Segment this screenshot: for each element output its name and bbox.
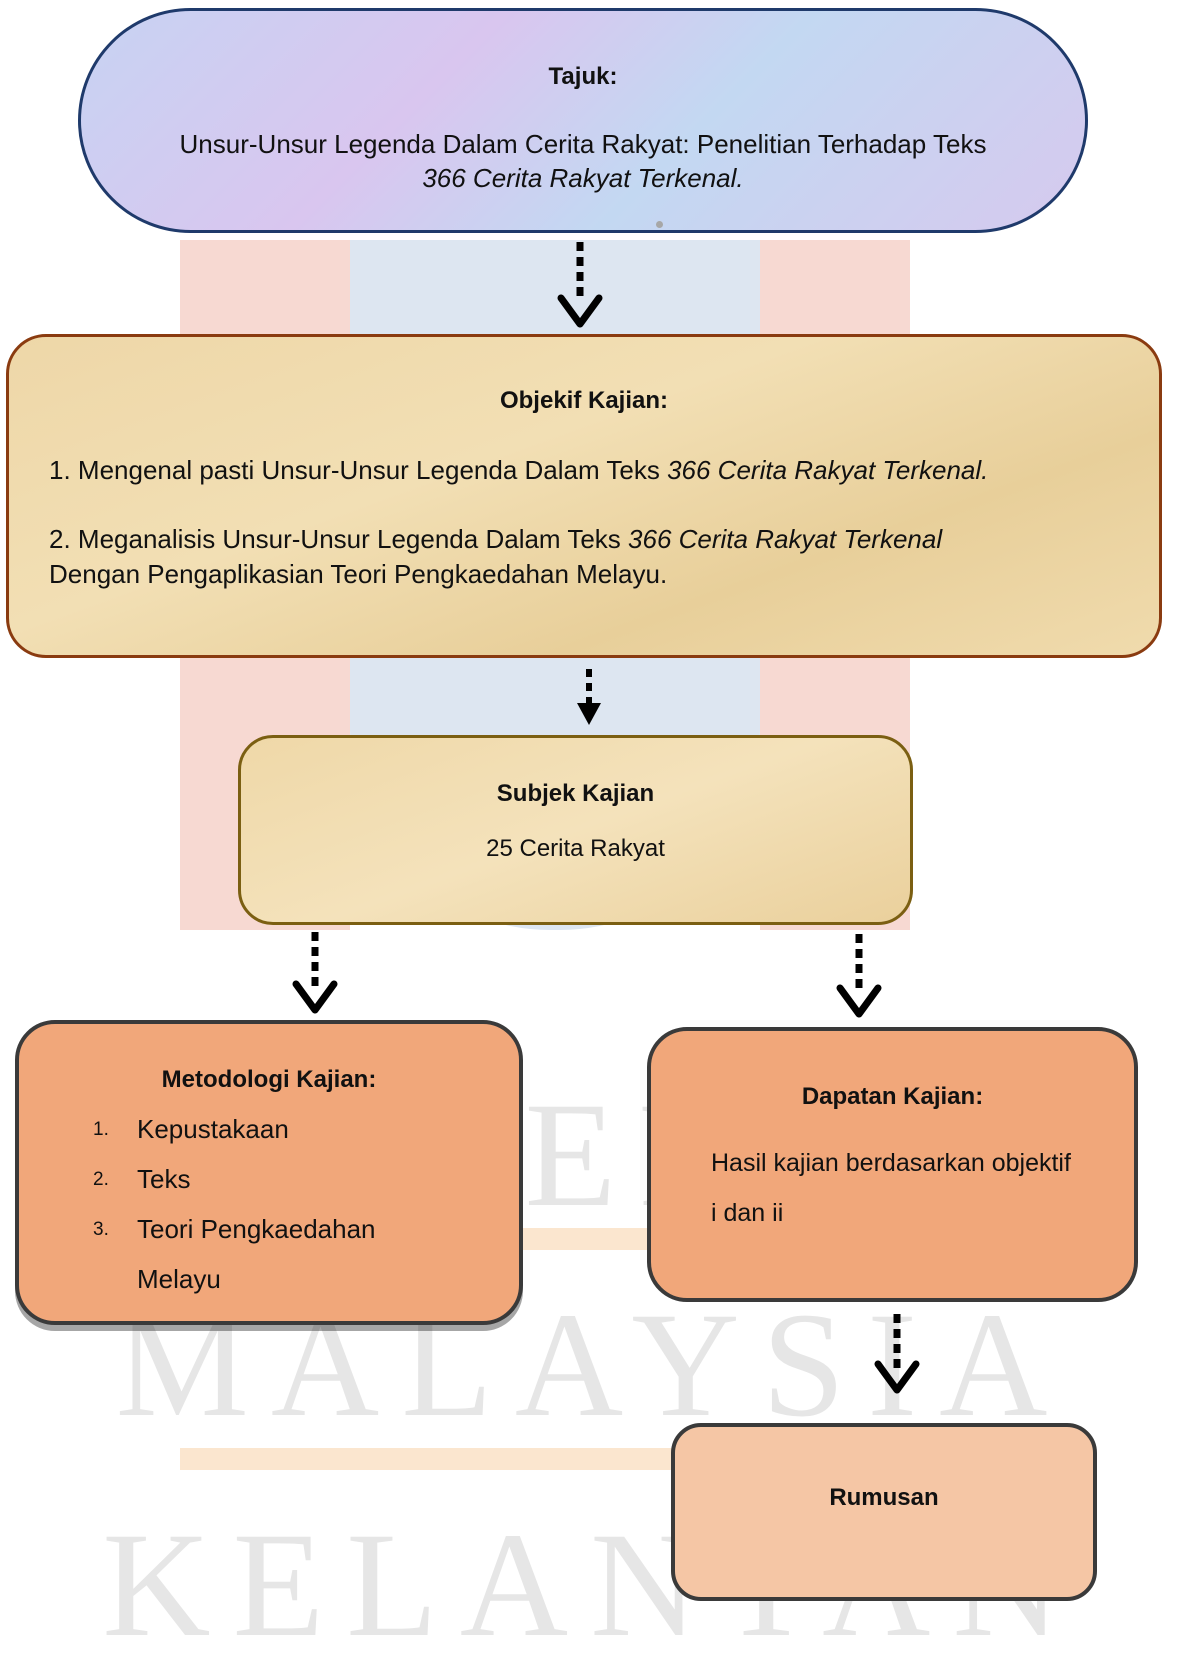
- arrow-findings-to-conclusion: [874, 1314, 920, 1394]
- objective-item-2-cont: Dengan Pengaplikasian Teori Pengkaedahan…: [49, 559, 668, 589]
- methodology-item-2: Teks: [137, 1164, 191, 1194]
- title-line-1: Unsur-Unsur Legenda Dalam Cerita Rakyat:…: [179, 129, 987, 159]
- objective-2-italic: 366 Cerita Rakyat Terkenal: [628, 524, 943, 554]
- conclusion-heading: Rumusan: [829, 1484, 939, 1511]
- objectives-heading: Objekif Kajian:: [499, 387, 669, 414]
- arrow-objectives-to-subject: [577, 669, 601, 725]
- objective-item-1: 1. Mengenal pasti Unsur-Unsur Legenda Da…: [49, 455, 988, 486]
- subject-node: Subjek Kajian 25 Cerita Rakyat: [238, 735, 913, 925]
- methodology-heading: Metodologi Kajian:: [161, 1066, 377, 1093]
- arrow-title-to-objectives: [557, 242, 603, 328]
- objective-1-italic: 366 Cerita Rakyat Terkenal.: [667, 455, 989, 485]
- methodology-node: Metodologi Kajian: 1. Kepustakaan 2. Tek…: [15, 1020, 523, 1325]
- arrow-subject-to-findings: [836, 934, 882, 1018]
- title-heading: Tajuk:: [548, 63, 618, 90]
- methodology-item-3: Teori Pengkaedahan: [137, 1214, 376, 1244]
- methodology-num-2: 2.: [93, 1169, 109, 1190]
- methodology-item-3-cont: Melayu: [137, 1264, 221, 1294]
- subject-value: 25 Cerita Rakyat: [486, 835, 665, 862]
- title-node: Tajuk: Unsur-Unsur Legenda Dalam Cerita …: [78, 8, 1088, 233]
- title-dot: [656, 221, 663, 228]
- methodology-item-1: Kepustakaan: [137, 1114, 289, 1144]
- objective-item-2: 2. Meganalisis Unsur-Unsur Legenda Dalam…: [49, 524, 942, 555]
- methodology-num-1: 1.: [93, 1119, 109, 1140]
- objective-1-text: 1. Mengenal pasti Unsur-Unsur Legenda Da…: [49, 455, 668, 485]
- findings-line-2: i dan ii: [711, 1199, 784, 1227]
- title-line-2: 366 Cerita Rakyat Terkenal.: [422, 163, 744, 193]
- conclusion-node: Rumusan: [671, 1423, 1097, 1601]
- findings-line-1: Hasil kajian berdasarkan objektif: [711, 1149, 1071, 1177]
- subject-heading: Subjek Kajian: [496, 780, 655, 807]
- methodology-num-3: 3.: [93, 1219, 109, 1240]
- objectives-node: Objekif Kajian: 1. Mengenal pasti Unsur-…: [6, 334, 1162, 658]
- findings-heading: Dapatan Kajian:: [801, 1083, 984, 1110]
- findings-node: Dapatan Kajian: Hasil kajian berdasarkan…: [647, 1027, 1138, 1302]
- objective-2-text: 2. Meganalisis Unsur-Unsur Legenda Dalam…: [49, 524, 629, 554]
- arrow-subject-to-methodology: [292, 932, 338, 1014]
